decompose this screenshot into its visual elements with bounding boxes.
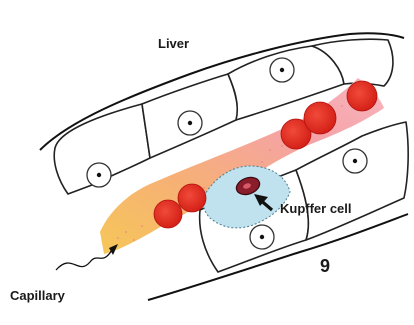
kupffer-cell-label: Kupffer cell xyxy=(280,201,352,216)
liver-label: Liver xyxy=(158,36,189,51)
red-blood-cell xyxy=(154,200,182,228)
red-blood-cell xyxy=(304,102,336,134)
red-blood-cell xyxy=(178,184,206,212)
figure-number: 9 xyxy=(320,256,330,276)
capillary-label: Capillary xyxy=(10,288,66,303)
red-blood-cell xyxy=(347,81,377,111)
